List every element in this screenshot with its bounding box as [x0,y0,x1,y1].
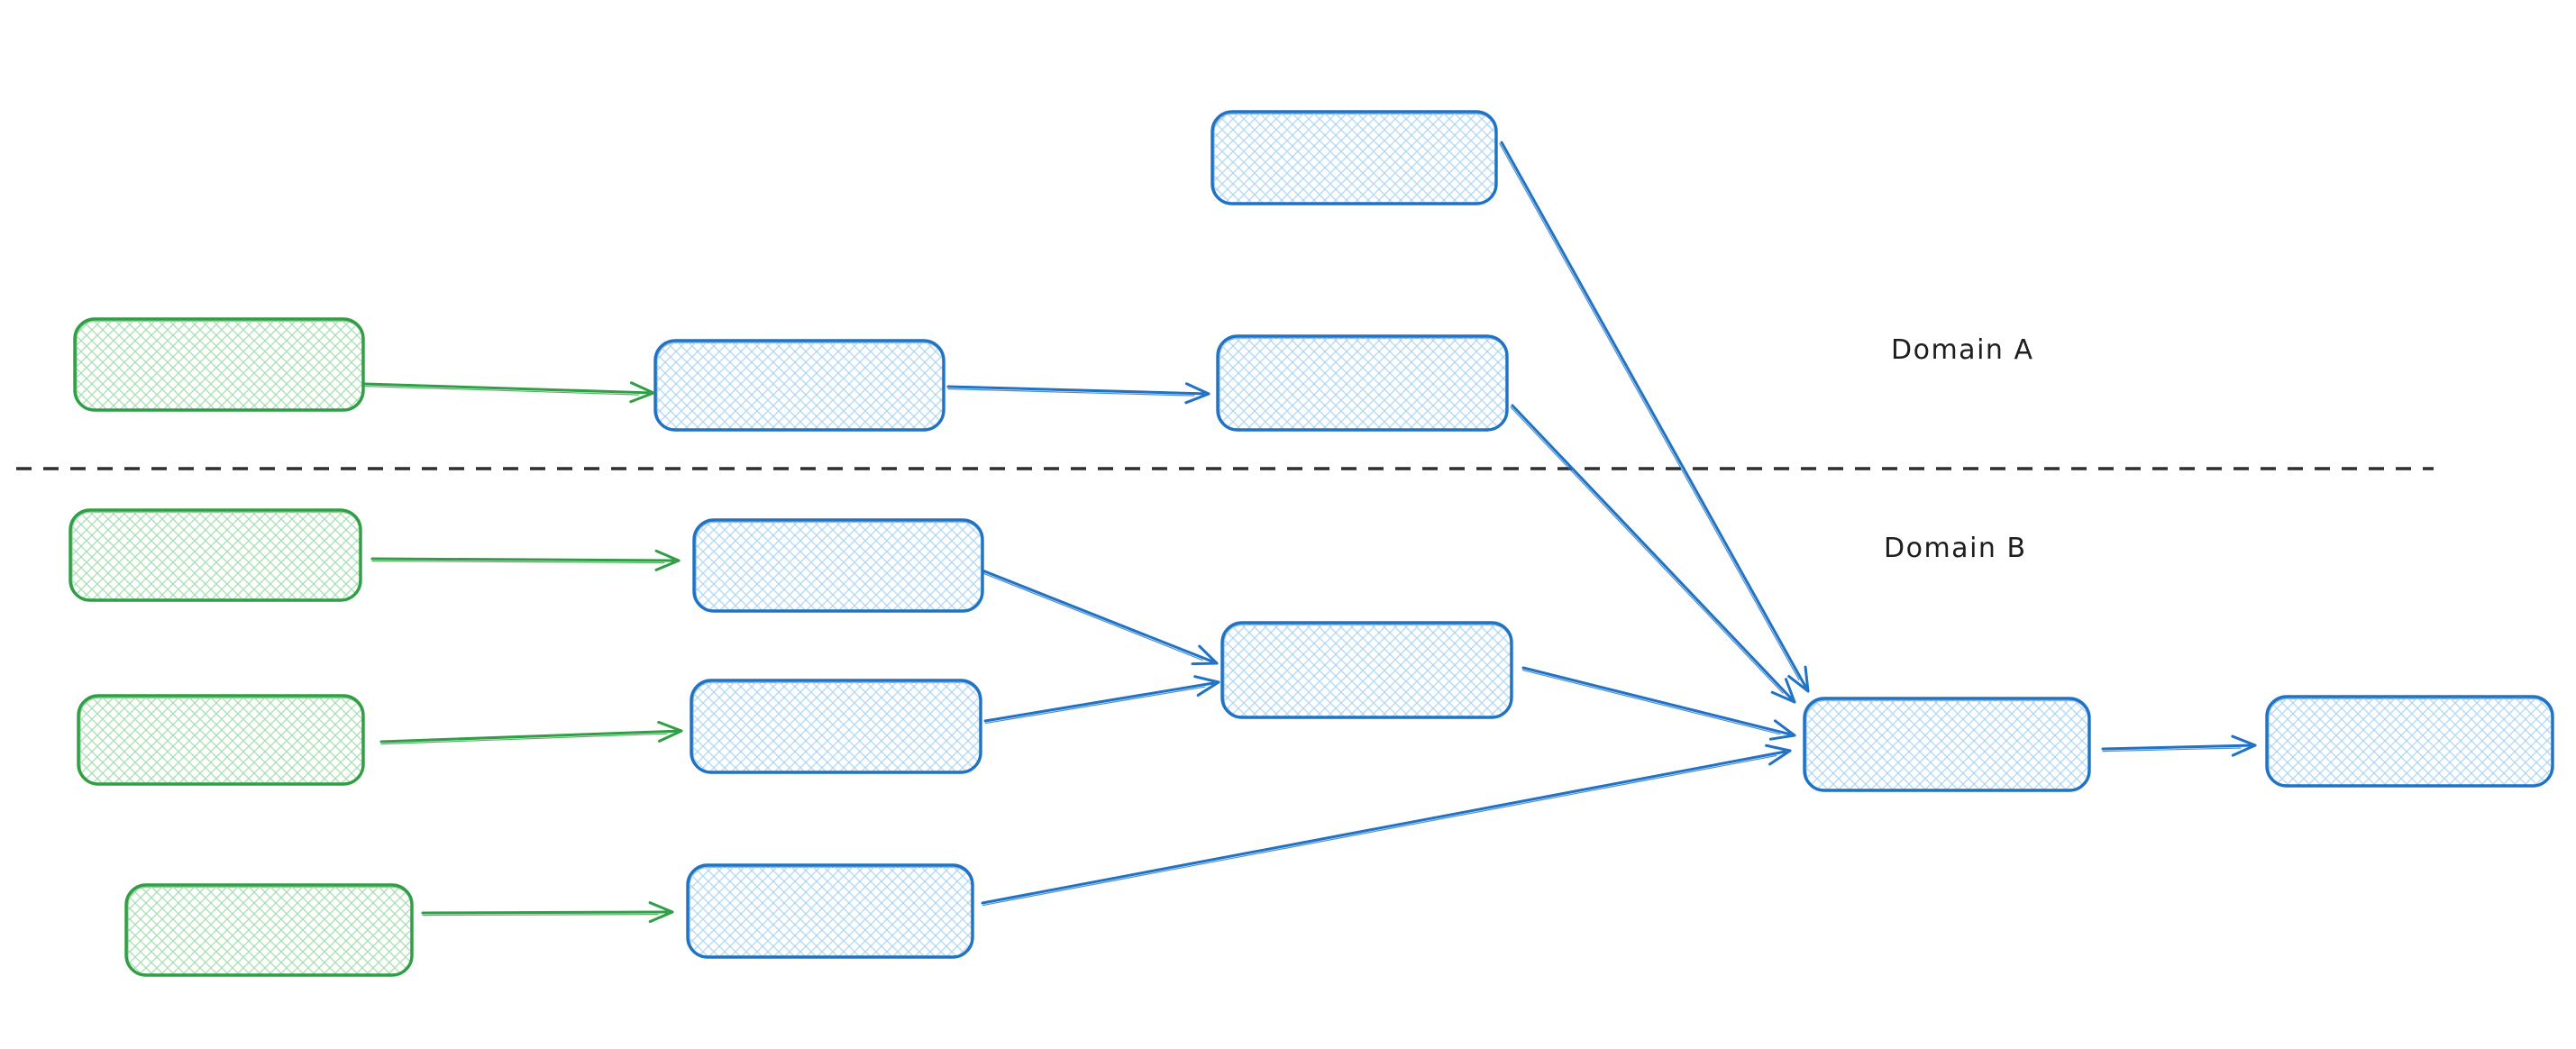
arrow-domain-b-stage3-to-merge [981,743,1792,907]
domain-b-input2-node [77,694,365,786]
arrow-domain-a-input-to-stage1 [363,381,655,404]
arrow-domain-b-stage1-to-bmerge [981,569,1219,666]
domain-b-stage2-node [690,679,982,774]
domain-a-top-node [1210,110,1498,205]
arrow-domain-b-merge-to-merge [1521,666,1796,741]
domain-a-label: Domain A [1891,334,2034,366]
arrow-domain-a-top-to-merge [1499,141,1810,693]
arrow-merge-to-final [2101,734,2257,757]
arrow-domain-b-input1-to-stage1 [370,549,681,571]
domain-b-merge-node [1220,621,1513,719]
domain-b-input1-node [69,508,362,602]
domain-a-stage1-node [653,339,945,432]
domain-a-stage2-node [1216,334,1509,432]
arrow-domain-a-stage1-to-stage2 [946,382,1210,405]
domain-b-stage3-node [686,863,974,959]
arrow-domain-b-stage2-to-bmerge [983,675,1220,725]
final-output-node [2265,695,2554,788]
domain-b-input3-node [124,883,414,977]
arrow-domain-b-input3-to-stage3 [421,901,674,924]
arrow-domain-b-input2-to-stage2 [379,720,683,745]
arrow-domain-a-stage2-to-merge [1510,404,1796,704]
domain-b-label: Domain B [1884,533,2027,564]
domain-a-input-node [73,317,365,412]
cross-domain-merge-node [1803,697,2091,792]
domain-b-stage1-node [692,518,984,613]
